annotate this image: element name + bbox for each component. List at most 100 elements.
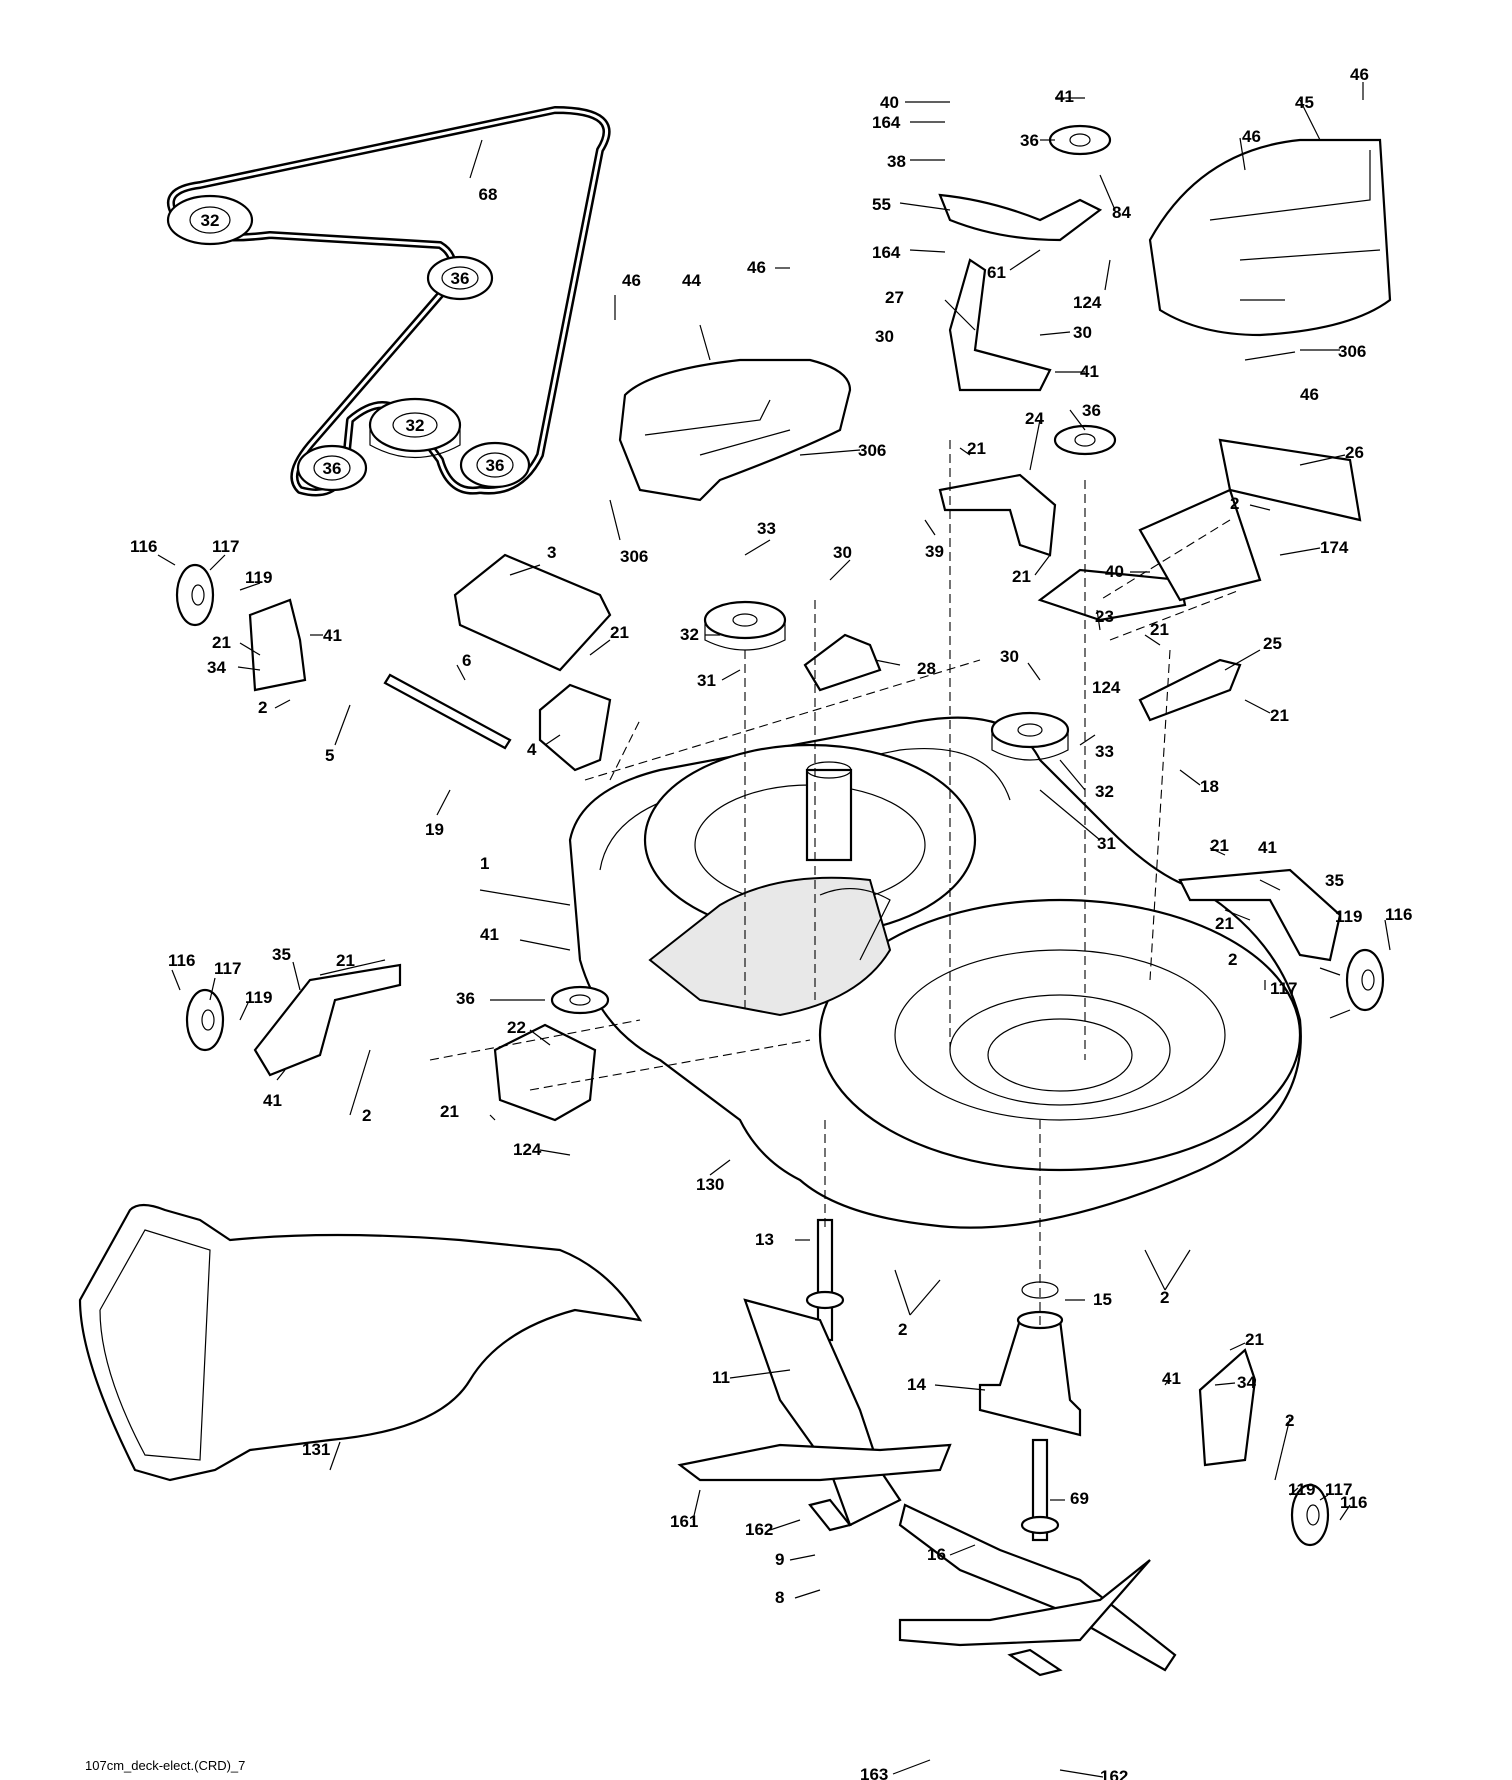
pulley-lower-left: 36 bbox=[296, 444, 368, 492]
callout: 36 bbox=[1082, 401, 1101, 420]
callout: 162 bbox=[1100, 1767, 1128, 1780]
callout: 28 bbox=[917, 659, 936, 678]
callout: 41 bbox=[1258, 838, 1277, 857]
callout: 119 bbox=[1335, 907, 1362, 926]
callout: 21 bbox=[1210, 836, 1229, 855]
spindle-housing-14 bbox=[978, 1281, 1082, 1437]
callout: 36 bbox=[456, 989, 475, 1008]
callout: 3 bbox=[547, 543, 556, 562]
callout: 124 bbox=[513, 1140, 542, 1159]
bracket-24 bbox=[938, 473, 1057, 557]
callout: 162 bbox=[745, 1520, 773, 1539]
callout: 41 bbox=[480, 925, 499, 944]
callout: 34 bbox=[1237, 1373, 1256, 1392]
callout: 32 bbox=[1095, 782, 1114, 801]
callout: 35 bbox=[272, 945, 291, 964]
callout: 11 bbox=[712, 1368, 730, 1387]
blade-adapter-162-upper bbox=[808, 1498, 852, 1532]
callout: 45 bbox=[1295, 93, 1314, 112]
callout: 46 bbox=[622, 271, 641, 290]
discharge-chute bbox=[78, 1203, 643, 1482]
callout: 55 bbox=[872, 195, 891, 214]
callout: 40 bbox=[1105, 562, 1124, 581]
callout: 131 bbox=[302, 1440, 330, 1459]
callout: 21 bbox=[1150, 620, 1169, 639]
callout: 35 bbox=[1325, 871, 1344, 890]
callout: 116 bbox=[168, 951, 195, 970]
callout: 46 bbox=[1350, 65, 1369, 84]
callout: 21 bbox=[1012, 567, 1031, 586]
bracket-26 bbox=[1218, 438, 1362, 522]
diagram-caption: 107cm_deck-elect.(CRD)_7 bbox=[85, 1758, 246, 1773]
pulley-label-center: 32 bbox=[406, 416, 425, 435]
callout: 41 bbox=[1162, 1369, 1181, 1388]
callout: 33 bbox=[1095, 742, 1114, 761]
pulley-upper-right: 36 bbox=[426, 255, 494, 301]
callout: 9 bbox=[775, 1550, 784, 1569]
blade-16 bbox=[898, 1503, 1177, 1672]
callout: 41 bbox=[1055, 87, 1074, 106]
callout: 13 bbox=[755, 1230, 774, 1249]
callout: 26 bbox=[1345, 443, 1364, 462]
callout: 21 bbox=[440, 1102, 459, 1121]
callout: 119 bbox=[1288, 1480, 1315, 1499]
callout: 117 bbox=[1325, 1480, 1352, 1499]
callout: 119 bbox=[245, 988, 272, 1007]
callout: 21 bbox=[610, 623, 629, 642]
bracket-3 bbox=[453, 553, 612, 672]
blade-163 bbox=[898, 1559, 1151, 1647]
belt-cover-left bbox=[618, 358, 852, 502]
pulley-label-upper-right: 36 bbox=[451, 269, 470, 288]
idler-pulley-top bbox=[1048, 124, 1112, 156]
callout: 2 bbox=[258, 698, 267, 717]
pulley-upper-left: 32 bbox=[166, 194, 254, 246]
callout: 4 bbox=[527, 740, 537, 759]
idler-arm bbox=[938, 193, 1103, 242]
callout: 30 bbox=[1073, 323, 1092, 342]
baffle-174 bbox=[1138, 488, 1262, 602]
bracket-22 bbox=[493, 1023, 597, 1122]
callout: 164 bbox=[872, 113, 901, 132]
callout: 34 bbox=[207, 658, 226, 677]
callout: 21 bbox=[1245, 1330, 1264, 1349]
assembly-guide-lines bbox=[429, 440, 1241, 1330]
callout: 117 bbox=[214, 959, 241, 978]
callout: 30 bbox=[833, 543, 852, 562]
wheel-right-lower bbox=[1198, 1348, 1330, 1547]
callout: 2 bbox=[1230, 494, 1239, 513]
callout-labels: 40 164 38 55 164 27 61 84 124 41 36 30 3… bbox=[130, 65, 1412, 1780]
callout: 36 bbox=[1020, 131, 1039, 150]
callout: 18 bbox=[1200, 777, 1219, 796]
callout: 116 bbox=[1340, 1493, 1367, 1512]
pulley-label-lower-right: 36 bbox=[486, 456, 505, 475]
pulley-label-upper-left: 32 bbox=[201, 211, 220, 230]
blade-adapter-162-lower bbox=[1007, 1648, 1063, 1677]
blade-11 bbox=[743, 1298, 902, 1527]
callout: 21 bbox=[212, 633, 231, 652]
bracket-4 bbox=[538, 683, 612, 772]
spindle-pulley-left bbox=[703, 600, 787, 651]
bracket-25 bbox=[1138, 658, 1242, 722]
callout: 31 bbox=[1097, 834, 1116, 853]
callout: 2 bbox=[1285, 1411, 1294, 1430]
idler-pulley-lower bbox=[550, 985, 610, 1015]
wheel-left-upper bbox=[175, 563, 307, 692]
callout: 33 bbox=[757, 519, 776, 538]
callout: 124 bbox=[1073, 293, 1102, 312]
bracket-28 bbox=[803, 633, 882, 692]
idler-pulley-mid bbox=[1053, 424, 1117, 456]
callout: 6 bbox=[462, 651, 471, 670]
callout: 69 bbox=[1070, 1489, 1089, 1508]
callout: 1 bbox=[480, 854, 489, 873]
callout: 44 bbox=[682, 271, 701, 290]
callout: 21 bbox=[336, 951, 355, 970]
callout: 23 bbox=[1095, 607, 1114, 626]
belt-label: 68 bbox=[479, 185, 498, 204]
wheel-right-upper bbox=[1178, 868, 1385, 1012]
callout: 2 bbox=[362, 1106, 371, 1125]
callout: 21 bbox=[1215, 914, 1234, 933]
idler-bracket bbox=[948, 258, 1052, 392]
callout: 41 bbox=[263, 1091, 282, 1110]
callout: 22 bbox=[507, 1018, 526, 1037]
